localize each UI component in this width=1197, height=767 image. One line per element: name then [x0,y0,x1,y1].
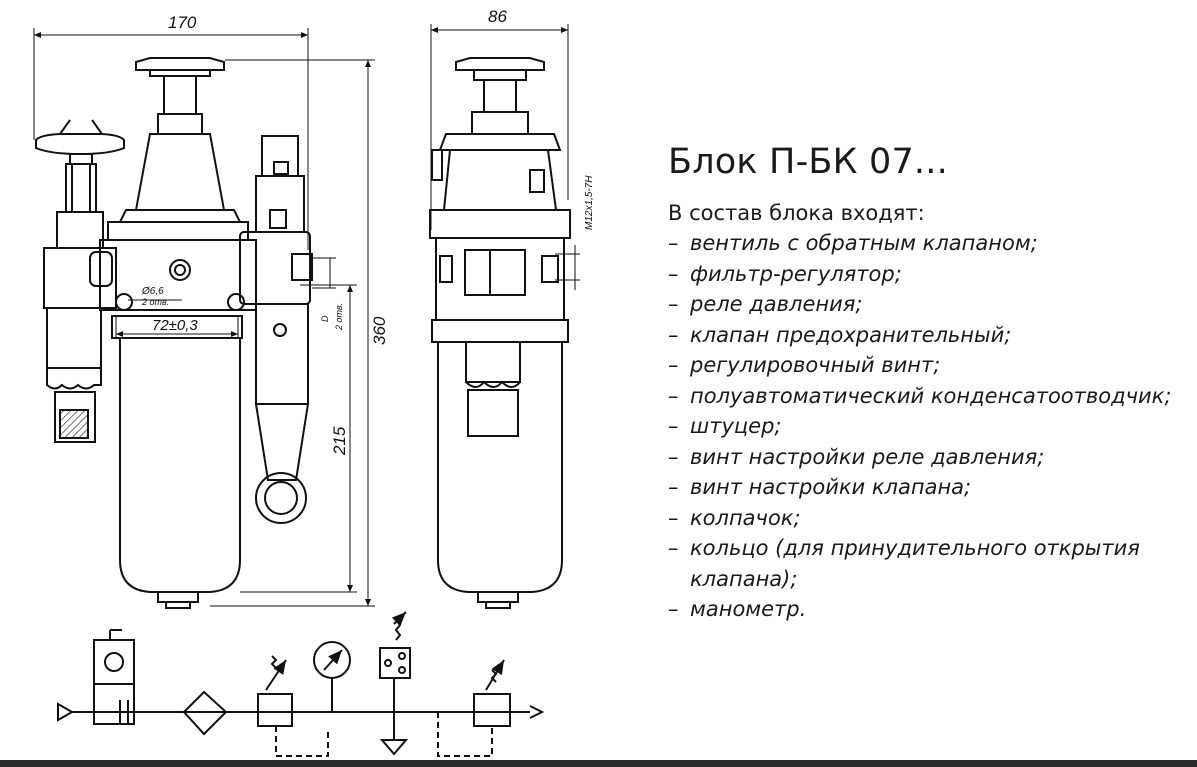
dimension-port [312,257,336,289]
dimension-thread [555,245,580,290]
list-item: –фильтр-регулятор; [668,259,1193,290]
outlet-arrow [529,705,545,719]
dimension-height-total [210,59,375,607]
page-title: Блок П-БК 07... [668,142,948,182]
list-item: –вентиль с обратным клапаном; [668,228,1193,259]
list-item: –полуавтоматический конденсатоотводчик; [668,381,1193,412]
relay-assembly [239,135,313,524]
list-item: –колпачок; [668,503,1193,534]
dash-marker: – [668,536,679,560]
valve-assembly [35,119,125,443]
list-item: –кольцо (для принудительного открытия кл… [668,533,1193,594]
regulator-symbol [257,655,329,757]
label-port-count: 2 отв. [334,303,344,331]
list-item: –штуцер; [668,411,1193,442]
dimension-width-side [430,24,569,230]
gauge-symbol [313,641,351,712]
label-port: D [320,315,330,322]
label-hole-spacing: 72±0,3 [152,317,198,334]
dimension-labels: 170 86 360 215 72±0,3 Ø6,6 2 отв. D 2 от… [141,7,595,456]
dash-marker: – [668,261,679,286]
technical-drawing: 170 86 360 215 72±0,3 Ø6,6 2 отв. D 2 от… [33,7,595,757]
dimension-width-front [33,28,309,250]
dash-marker: – [668,231,679,255]
dash-marker: – [668,475,679,499]
side-view [429,24,580,609]
dash-marker: – [668,414,679,438]
intro-text: В состав блока входят: [668,201,925,225]
list-item: –регулировочный винт; [668,350,1193,381]
label-height-total: 360 [370,316,389,345]
dash-marker: – [668,444,679,469]
dash-marker: – [668,353,679,377]
list-item: –манометр. [668,594,1193,625]
regulator-body [99,57,257,311]
pneumatic-schematic [57,611,545,757]
label-thread: M12x1,5-7H [584,175,595,230]
list-item: –клапан предохранительный; [668,320,1193,351]
label-width-front: 170 [168,13,197,32]
dash-marker: – [668,383,679,408]
label-height-lower: 215 [330,426,349,456]
dimension-hole-spacing [115,299,239,338]
list-item: –винт настройки клапана; [668,472,1193,503]
pressure-switch-symbol [379,611,411,756]
inlet-arrow [57,702,75,722]
list-item: –винт настройки реле давления; [668,442,1193,473]
component-list: –вентиль с обратным клапаном; –фильтр-ре… [668,228,1193,625]
dash-marker: – [668,292,679,316]
filter-symbol [182,690,228,736]
list-item: –реле давления; [668,289,1193,320]
label-hole-diameter: Ø6,6 [141,286,164,297]
dash-marker: – [668,505,679,530]
label-width-side: 86 [488,7,507,26]
description-panel: Блок П-БК 07... В состав блока входят: –… [668,140,1193,625]
front-view [33,28,375,609]
check-valve-symbol [93,629,135,725]
relief-valve-symbol [437,659,511,757]
dash-marker: – [668,597,679,621]
bottom-border [0,760,1197,767]
filter-bowl [111,315,243,609]
dash-marker: – [668,322,679,347]
label-hole-count: 2 отв. [141,297,169,307]
